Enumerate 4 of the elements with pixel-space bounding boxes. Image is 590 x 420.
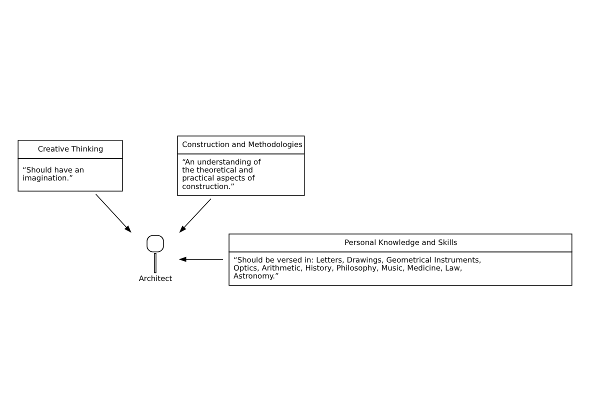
arrow [179, 198, 212, 232]
arrow [178, 256, 224, 262]
arrow [95, 193, 132, 232]
node-label: Architect [138, 273, 172, 282]
